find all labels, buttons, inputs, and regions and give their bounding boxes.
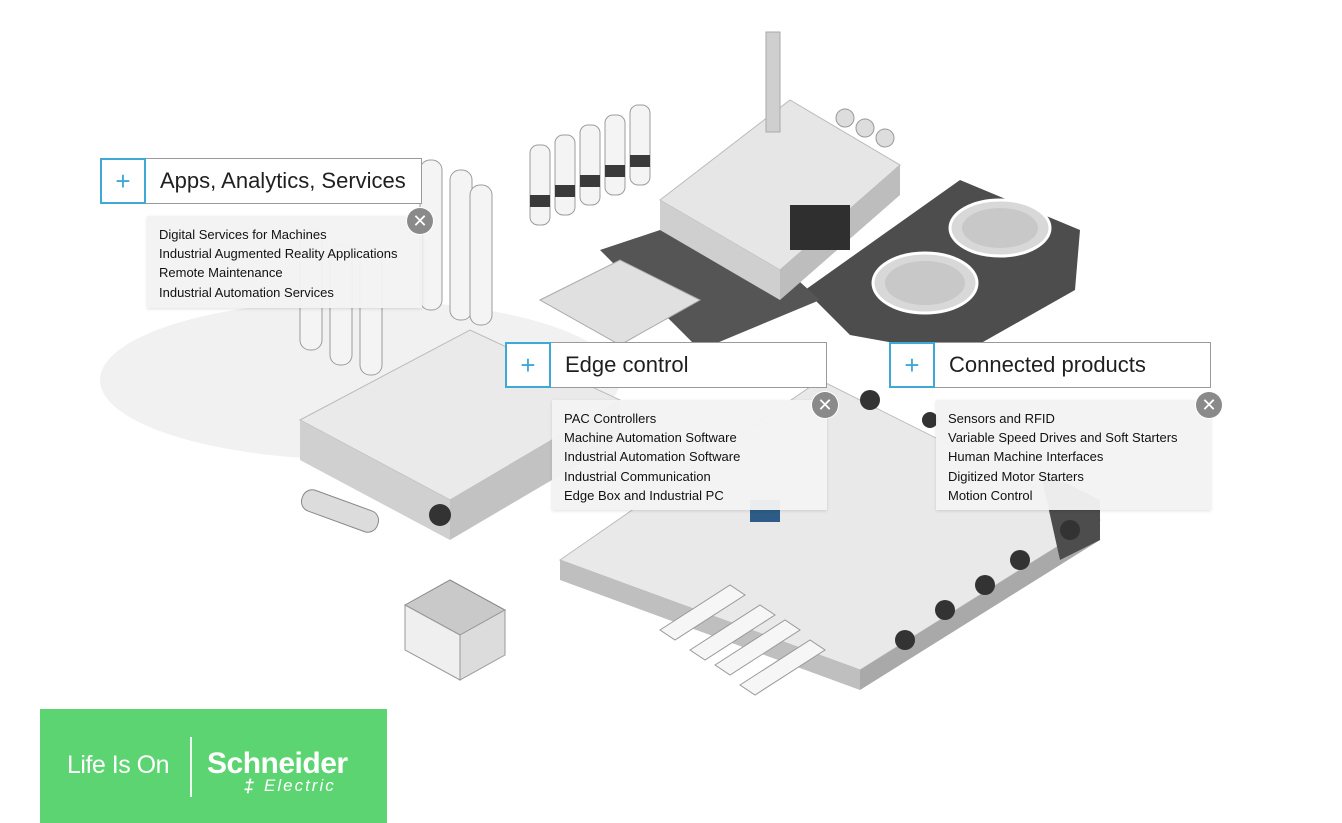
close-icon[interactable]: ✕ bbox=[1196, 392, 1222, 418]
callout-header[interactable]: + Apps, Analytics, Services bbox=[100, 157, 422, 204]
close-icon[interactable]: ✕ bbox=[407, 208, 433, 234]
callout-title: Connected products bbox=[949, 352, 1146, 377]
brand-logo-mark-icon: ‡ bbox=[244, 776, 255, 796]
expand-plus-icon[interactable]: + bbox=[100, 157, 146, 204]
callout-header[interactable]: + Connected products bbox=[889, 341, 1211, 388]
close-icon[interactable]: ✕ bbox=[812, 392, 838, 418]
list-item: Industrial Augmented Reality Application… bbox=[159, 246, 398, 262]
list-item: Sensors and RFID bbox=[948, 411, 1055, 426]
list-item: Human Machine Interfaces bbox=[948, 449, 1104, 465]
list-item: PAC Controllers bbox=[564, 411, 657, 426]
list-item: Variable Speed Drives and Soft Starters bbox=[948, 430, 1178, 446]
brand-divider bbox=[190, 737, 192, 797]
callout-list-panel: Sensors and RFID Variable Speed Drives a… bbox=[936, 400, 1211, 510]
callout-title: Apps, Analytics, Services bbox=[160, 168, 406, 193]
list-item: Digital Services for Machines bbox=[159, 227, 327, 242]
list-item: Remote Maintenance bbox=[159, 265, 283, 281]
callout-list-panel: Digital Services for Machines Industrial… bbox=[147, 216, 422, 308]
brand-logo-sub: Electric bbox=[264, 776, 336, 795]
list-item: Edge Box and Industrial PC bbox=[564, 487, 724, 503]
brand-tagline: Life Is On bbox=[67, 751, 170, 779]
expand-plus-icon[interactable]: + bbox=[889, 341, 935, 388]
expand-plus-icon[interactable]: + bbox=[505, 341, 551, 388]
callout-title: Edge control bbox=[565, 352, 689, 377]
callout-header[interactable]: + Edge control bbox=[505, 341, 827, 388]
list-item: Motion Control bbox=[948, 487, 1033, 503]
callout-list-panel: PAC Controllers Machine Automation Softw… bbox=[552, 400, 827, 510]
list-item: Industrial Automation Software bbox=[564, 449, 741, 465]
brand-logo-name: Schneider bbox=[207, 747, 348, 780]
list-item: Digitized Motor Starters bbox=[948, 468, 1084, 484]
brand-banner: Life Is On Schneider ‡ Electric bbox=[40, 709, 387, 823]
list-item: Industrial Automation Services bbox=[159, 284, 334, 300]
list-item: Industrial Communication bbox=[564, 468, 711, 484]
list-item: Machine Automation Software bbox=[564, 430, 737, 446]
